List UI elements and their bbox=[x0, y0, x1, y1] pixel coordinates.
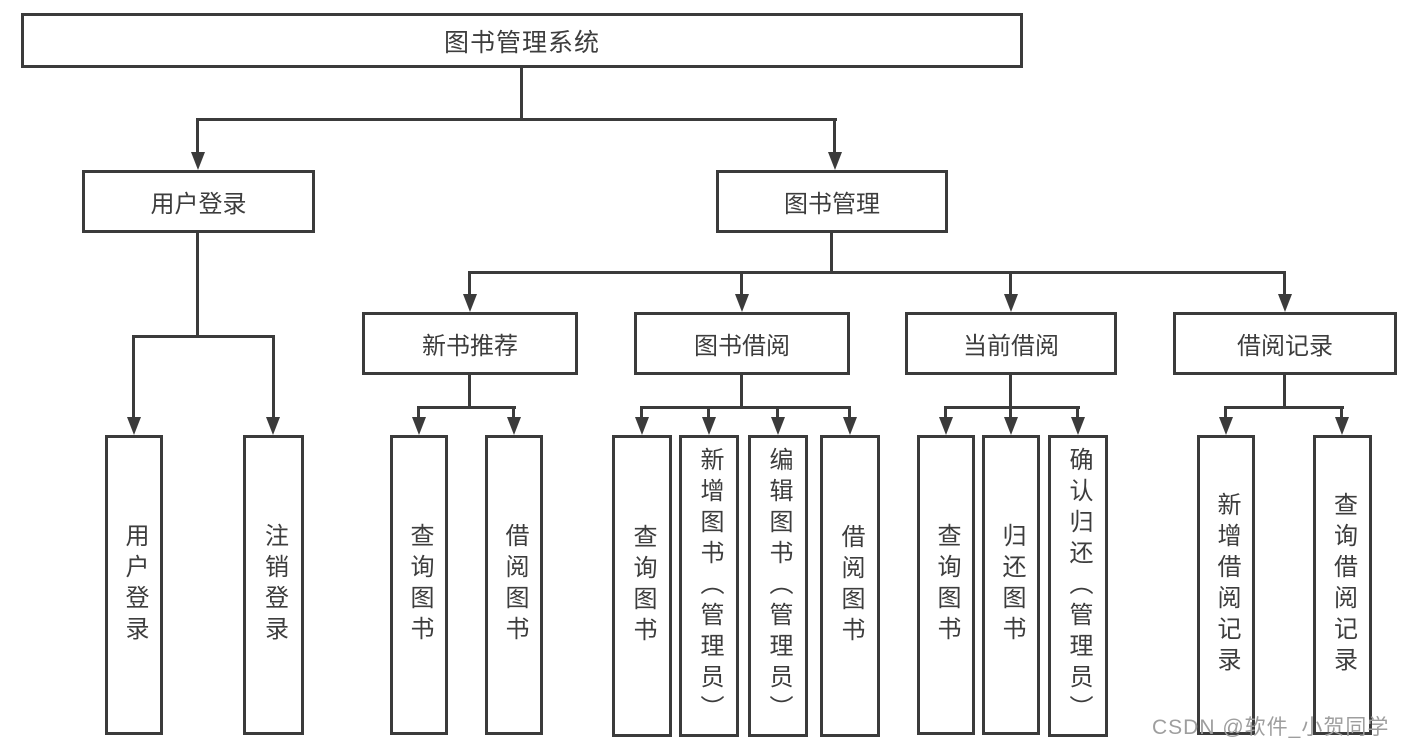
leaf-add-book-admin: 新增图书（管理员） bbox=[679, 435, 739, 737]
node-label: 新书推荐 bbox=[422, 333, 518, 360]
node-book-borrow: 图书借阅 bbox=[634, 312, 850, 375]
arrowhead-to-leaf-return-books bbox=[1004, 417, 1018, 435]
csdn-watermark: CSDN @软件_小贺同学 bbox=[1152, 716, 1390, 739]
connector-new-book-arm-2 bbox=[512, 406, 515, 421]
leaf-borrow-books-a: 借阅图书 bbox=[485, 435, 543, 735]
connector-borrow-records-arm-2 bbox=[1340, 406, 1343, 421]
arrowhead-to-leaf-add-record bbox=[1219, 417, 1233, 435]
node-label: 图书管理系统 bbox=[443, 28, 600, 57]
leaf-borrow-books-b: 借阅图书 bbox=[820, 435, 880, 737]
arrowhead-to-user-login bbox=[191, 152, 205, 170]
connector-root-arm-left bbox=[196, 118, 199, 156]
arrowhead-to-leaf-query-books-c bbox=[939, 417, 953, 435]
leaf-label: 新增借阅记录 bbox=[1213, 492, 1240, 678]
connector-book-borrow-arm-4 bbox=[848, 406, 851, 421]
connector-current-borrow-arm-1 bbox=[944, 406, 947, 421]
node-new-book-recommend: 新书推荐 bbox=[362, 312, 578, 375]
arrowhead-to-leaf-query-books-a bbox=[412, 417, 426, 435]
connector-book-mgmt-bar bbox=[468, 271, 1286, 274]
node-library-management-system: 图书管理系统 bbox=[21, 13, 1023, 68]
arrowhead-to-leaf-user-login bbox=[127, 417, 141, 435]
leaf-query-borrow-record: 查询借阅记录 bbox=[1313, 435, 1372, 735]
arrowhead-to-leaf-query-record bbox=[1335, 417, 1349, 435]
connector-current-borrow-arm-3 bbox=[1076, 406, 1079, 421]
leaf-label: 查询图书 bbox=[406, 523, 433, 647]
arrowhead-to-book-management bbox=[828, 152, 842, 170]
leaf-label: 编辑图书（管理员） bbox=[765, 446, 792, 726]
connector-user-login-bar bbox=[132, 335, 275, 338]
leaf-label: 确认归还（管理员） bbox=[1065, 446, 1092, 726]
leaf-label: 查询借阅记录 bbox=[1329, 492, 1357, 678]
leaf-label: 注销登录 bbox=[260, 523, 288, 647]
connector-current-borrow-bar bbox=[944, 406, 1080, 409]
arrowhead-to-new-book-recommend bbox=[463, 294, 477, 312]
connector-borrow-records-bar bbox=[1224, 406, 1344, 409]
node-label: 用户登录 bbox=[150, 191, 247, 218]
arrowhead-to-leaf-borrow-books-a bbox=[507, 417, 521, 435]
leaf-label: 用户登录 bbox=[121, 523, 148, 647]
node-user-login: 用户登录 bbox=[82, 170, 315, 233]
connector-user-login-stem bbox=[196, 233, 199, 337]
connector-new-book-arm-1 bbox=[417, 406, 420, 421]
connector-borrow-records-arm-1 bbox=[1224, 406, 1227, 421]
connector-root-arm-right bbox=[833, 118, 836, 156]
leaf-label: 归还图书 bbox=[998, 523, 1025, 647]
connector-new-book-stem bbox=[468, 375, 471, 409]
leaf-edit-book-admin: 编辑图书（管理员） bbox=[748, 435, 808, 737]
connector-arm-current-borrow bbox=[1009, 271, 1012, 298]
node-label: 图书借阅 bbox=[694, 333, 790, 360]
connector-user-login-arm-right bbox=[272, 335, 275, 421]
leaf-label: 查询图书 bbox=[629, 524, 656, 648]
connector-book-borrow-arm-3 bbox=[776, 406, 779, 421]
arrowhead-to-borrow-records bbox=[1278, 294, 1292, 312]
node-label: 图书管理 bbox=[784, 191, 880, 218]
leaf-label: 借阅图书 bbox=[837, 524, 864, 648]
leaf-confirm-return-admin: 确认归还（管理员） bbox=[1048, 435, 1108, 737]
leaf-label: 新增图书（管理员） bbox=[696, 446, 723, 726]
leaf-add-borrow-record: 新增借阅记录 bbox=[1197, 435, 1255, 735]
arrowhead-to-leaf-add-book bbox=[702, 417, 716, 435]
connector-arm-book-borrow bbox=[740, 271, 743, 298]
leaf-return-books: 归还图书 bbox=[982, 435, 1040, 735]
node-current-borrow: 当前借阅 bbox=[905, 312, 1117, 375]
connector-book-mgmt-stem bbox=[830, 233, 833, 274]
connector-user-login-arm-left bbox=[132, 335, 135, 421]
connector-book-borrow-arm-2 bbox=[707, 406, 710, 421]
connector-arm-new-book bbox=[468, 271, 471, 298]
connector-book-borrow-arm-1 bbox=[640, 406, 643, 421]
node-label: 借阅记录 bbox=[1237, 333, 1333, 360]
arrowhead-to-leaf-query-books-b bbox=[635, 417, 649, 435]
connector-root-bar bbox=[196, 118, 837, 121]
connector-current-borrow-arm-2 bbox=[1009, 406, 1012, 421]
arrowhead-to-leaf-confirm-return bbox=[1071, 417, 1085, 435]
leaf-logout: 注销登录 bbox=[243, 435, 304, 735]
connector-arm-borrow-records bbox=[1283, 271, 1286, 298]
node-borrow-records: 借阅记录 bbox=[1173, 312, 1397, 375]
leaf-query-books-a: 查询图书 bbox=[390, 435, 448, 735]
leaf-label: 借阅图书 bbox=[501, 523, 528, 647]
node-label: 当前借阅 bbox=[963, 333, 1059, 360]
leaf-user-login: 用户登录 bbox=[105, 435, 163, 735]
connector-new-book-bar bbox=[417, 406, 516, 409]
leaf-query-books-b: 查询图书 bbox=[612, 435, 672, 737]
node-book-management: 图书管理 bbox=[716, 170, 948, 233]
connector-borrow-records-stem bbox=[1283, 375, 1286, 409]
leaf-label: 查询图书 bbox=[933, 523, 960, 647]
arrowhead-to-book-borrow bbox=[735, 294, 749, 312]
connector-book-borrow-bar bbox=[640, 406, 851, 409]
arrowhead-to-current-borrow bbox=[1004, 294, 1018, 312]
arrowhead-to-leaf-edit-book bbox=[771, 417, 785, 435]
connector-root-stem bbox=[520, 68, 523, 121]
arrowhead-to-leaf-borrow-books-b bbox=[843, 417, 857, 435]
leaf-query-books-c: 查询图书 bbox=[917, 435, 975, 735]
arrowhead-to-leaf-logout bbox=[266, 417, 280, 435]
connector-current-borrow-stem bbox=[1009, 375, 1012, 409]
connector-book-borrow-stem bbox=[740, 375, 743, 409]
